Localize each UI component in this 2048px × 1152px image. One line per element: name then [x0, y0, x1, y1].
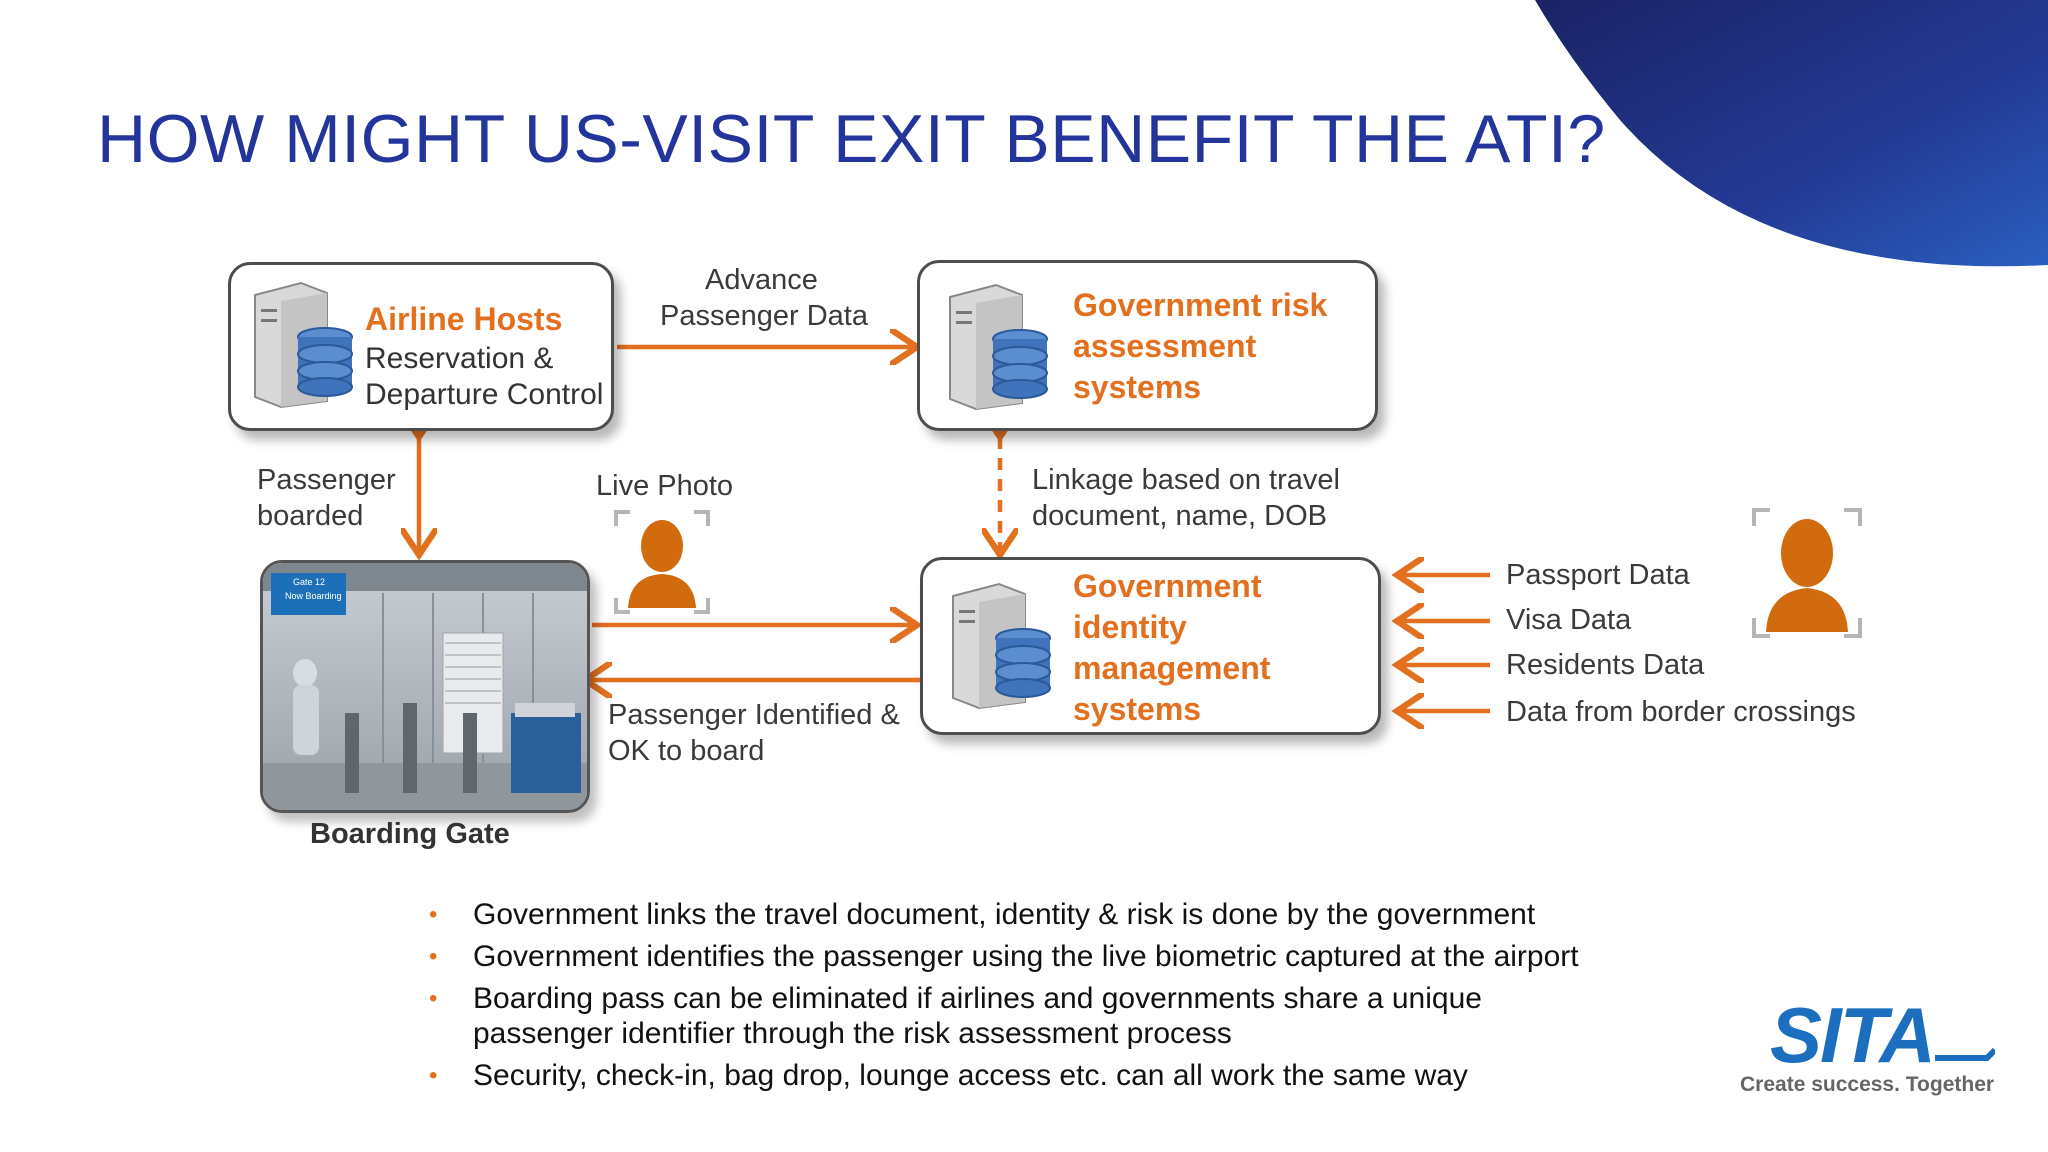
server-database-icon [254, 281, 353, 409]
bullet-text: Boarding pass can be eliminated if airli… [473, 982, 1482, 1050]
advance-label-line2: Passenger Data [660, 300, 868, 332]
government-identity-box: Government identity management systems [920, 557, 1381, 735]
identity-line3: management [1073, 650, 1271, 686]
airline-hosts-line1: Reservation & [365, 342, 554, 375]
bullet-text: Security, check-in, bag drop, lounge acc… [473, 1059, 1468, 1092]
person-face-scan-icon [1752, 508, 1862, 638]
airline-hosts-title: Airline Hosts [365, 301, 563, 337]
bullet-dot: • [429, 985, 438, 1012]
live-photo-label: Live Photo [596, 470, 734, 502]
boarded-label-line1: Passenger [257, 464, 396, 496]
government-risk-box: Government risk assessment systems [917, 260, 1378, 431]
bullet-item: • Government identifies the passenger usi… [425, 939, 1593, 974]
advance-label-line1: Advance [705, 264, 818, 296]
identity-line2: identity [1073, 609, 1187, 645]
bullet-dot: • [429, 943, 438, 970]
bullet-dot: • [429, 901, 438, 928]
input-residents-data: Residents Data [1506, 649, 1705, 681]
server-database-icon [949, 283, 1048, 411]
slide-title: HOW MIGHT US-VISIT EXIT BENEFIT THE ATI? [97, 101, 1606, 177]
bullet-dot: • [429, 1062, 438, 1089]
input-border-crossings: Data from border crossings [1506, 696, 1856, 728]
input-visa-data: Visa Data [1506, 604, 1632, 636]
boarded-label-line2: boarded [257, 500, 364, 532]
linkage-label-line1: Linkage based on travel [1032, 464, 1340, 496]
boarding-gate-image: Gate 12 Now Boarding [260, 560, 590, 813]
risk-line3: systems [1073, 369, 1202, 405]
identity-line4: systems [1073, 691, 1202, 727]
bullet-item: • Government links the travel document, i… [425, 897, 1593, 932]
airline-hosts-box: Airline Hosts Reservation & Departure Co… [228, 262, 614, 431]
bullet-text: Government links the travel document, id… [473, 898, 1536, 931]
sita-logo-swoosh [1935, 1047, 1995, 1061]
risk-line2: assessment [1073, 328, 1257, 364]
identified-label-line2: OK to board [608, 735, 765, 767]
person-face-scan-icon [614, 510, 710, 614]
bullet-item: • Boarding pass can be eliminated if airl… [425, 981, 1593, 1051]
sita-logo: SITA [1770, 991, 1936, 1079]
sita-tagline: Create success. Together [1740, 1073, 1995, 1096]
identified-label-line1: Passenger Identified & [608, 699, 900, 731]
gate-sign-line2: Now Boarding [285, 591, 342, 601]
bullet-text: Government identifies the passenger usin… [473, 940, 1579, 973]
linkage-label-line2: document, name, DOB [1032, 500, 1327, 532]
airline-hosts-line2: Departure Control [365, 378, 604, 411]
gate-sign-line1: Gate 12 [293, 577, 326, 587]
bullet-list: • Government links the travel document, i… [425, 897, 1593, 1100]
risk-line1: Government risk [1073, 287, 1328, 323]
input-passport-data: Passport Data [1506, 559, 1690, 591]
boarding-gate-label: Boarding Gate [310, 818, 510, 850]
server-database-icon [952, 582, 1051, 710]
bullet-item: • Security, check-in, bag drop, lounge ac… [425, 1058, 1593, 1093]
identity-line1: Government [1073, 568, 1262, 604]
